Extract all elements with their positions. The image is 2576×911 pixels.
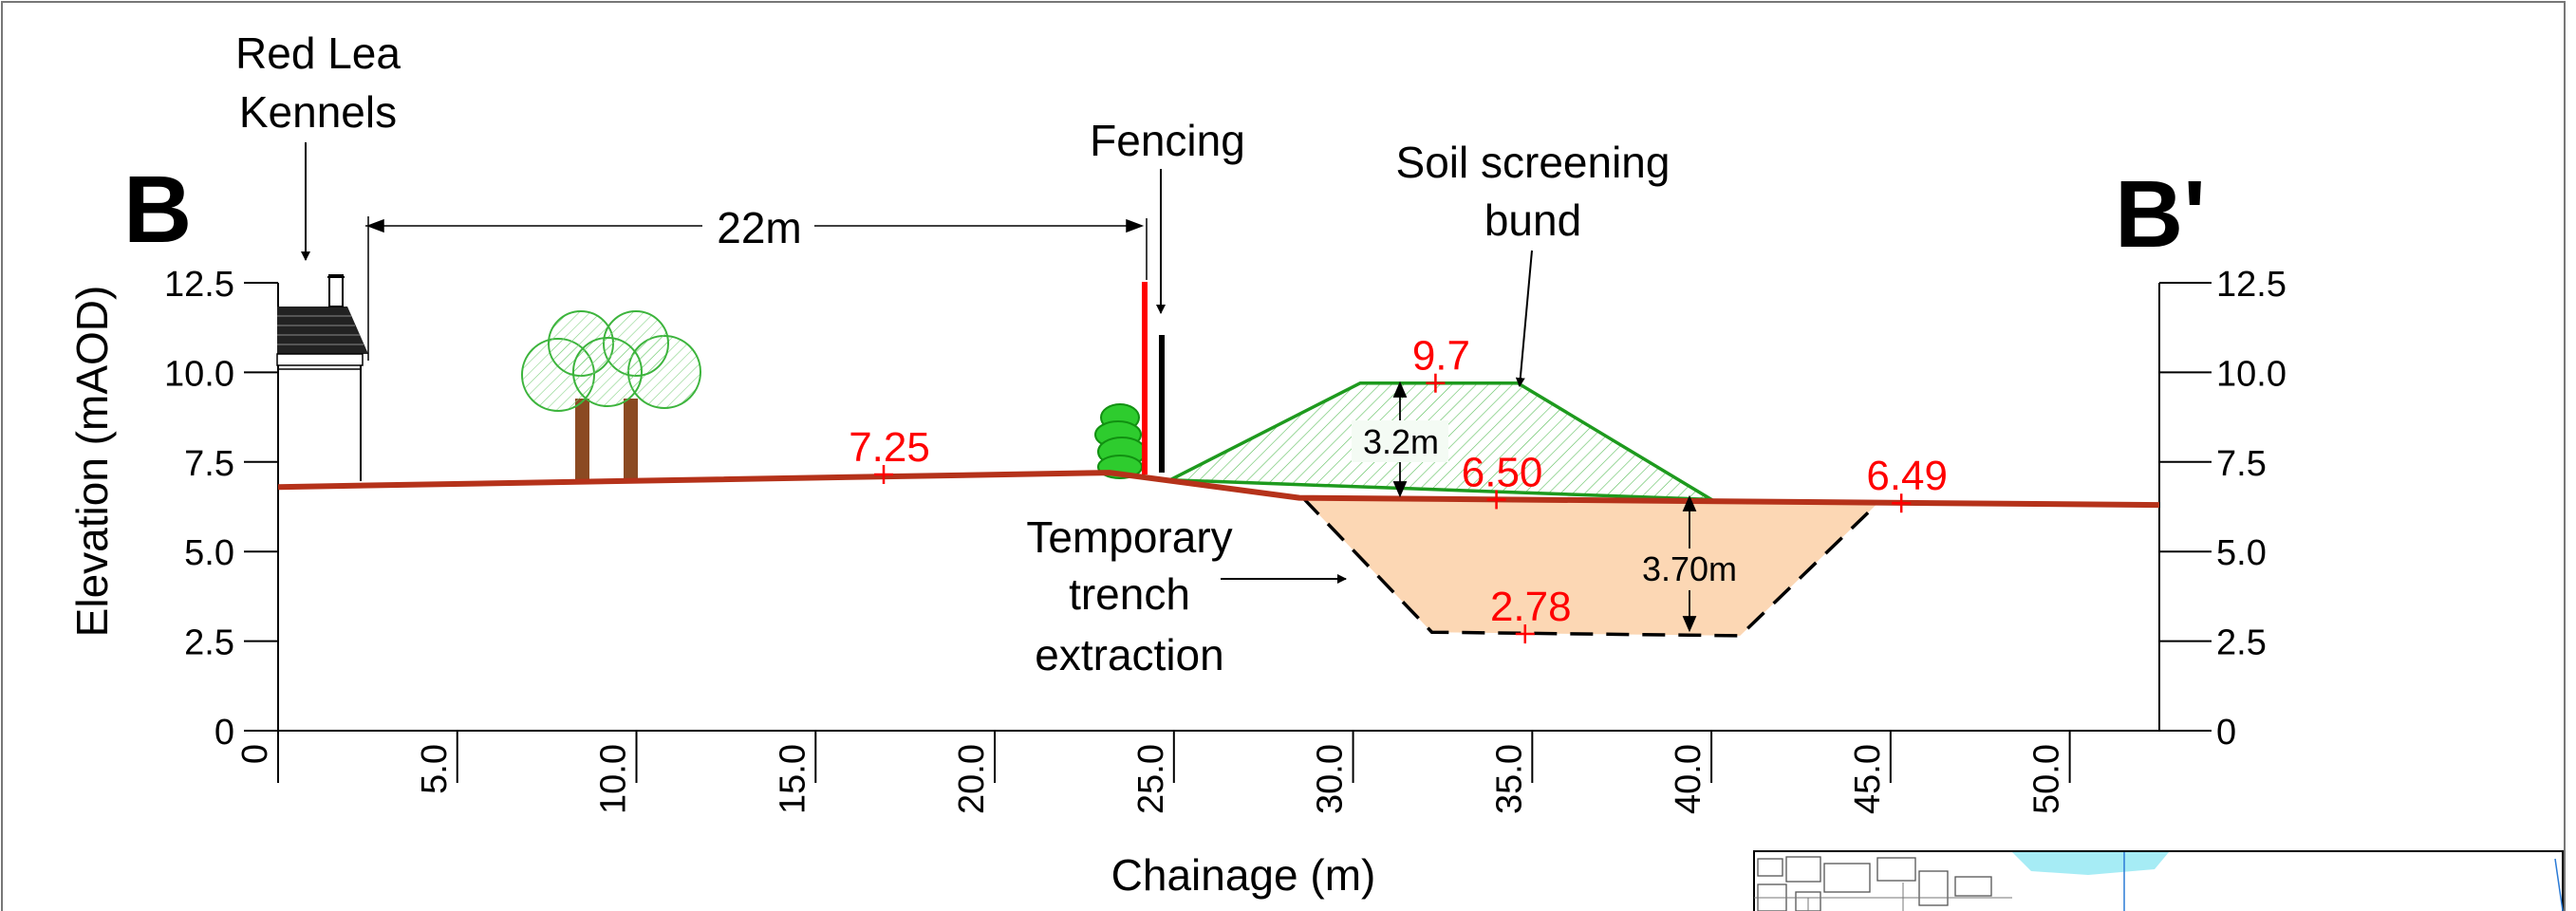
fencing-label: Fencing	[1090, 116, 1245, 165]
bund-label-line1: Soil screening	[1396, 138, 1671, 187]
section-label-right: B'	[2115, 161, 2206, 268]
x-tick-label: 35.0	[1489, 744, 1529, 814]
x-tick-label: 45.0	[1848, 744, 1888, 814]
section-label-left: B	[123, 157, 192, 263]
trench-area	[1302, 497, 1880, 636]
x-tick-label: 0	[235, 744, 275, 764]
x-tick-label: 15.0	[773, 744, 812, 814]
x-tick-label: 30.0	[1311, 744, 1351, 814]
trench-label-line3: extraction	[1035, 630, 1223, 679]
bund-height-label: 3.2m	[1363, 422, 1439, 461]
spot-level-label: 6.50	[1462, 449, 1543, 495]
x-tick-label: 5.0	[415, 744, 455, 794]
y-tick-label-right: 7.5	[2216, 444, 2267, 484]
spot-level-label: 7.25	[849, 424, 930, 471]
y-tick-label-left: 12.5	[164, 265, 234, 305]
x-tick-label: 20.0	[952, 744, 992, 814]
y-tick-label-left: 2.5	[184, 623, 234, 663]
bund-label-line2: bund	[1484, 195, 1581, 245]
bund-arrow	[1515, 250, 1533, 387]
x-tick-label: 10.0	[594, 744, 634, 814]
x-ticks: 0 5.0 10.0 15.0 20.0 25.0 30.0 35.0 40.0 45.0 50.0	[235, 731, 2071, 814]
x-tick-label: 25.0	[1131, 744, 1171, 814]
y-tick-label-left: 0	[215, 713, 234, 753]
y-tick-label-right: 5.0	[2216, 533, 2267, 573]
spot-level-label: 6.49	[1866, 453, 1948, 499]
distance-label: 22m	[717, 203, 801, 252]
spot-levels: 7.25 9.7 6.50 2.78 6.49	[849, 333, 1948, 644]
trench-label-line2: trench	[1069, 569, 1190, 619]
kennels-label-line1: Red Lea	[235, 28, 401, 78]
location-map-inset	[1753, 850, 2564, 911]
x-tick-label: 40.0	[1669, 744, 1708, 814]
left-ticks: 0 2.5 5.0 7.5 10.0 12.5	[164, 265, 278, 753]
kennels-label-line2: Kennels	[239, 87, 397, 137]
ground-profile	[277, 470, 2160, 509]
y-tick-label-left: 5.0	[184, 533, 234, 573]
y-tick-label-right: 0	[2216, 713, 2236, 753]
y-axis-title: Elevation (mAOD)	[67, 286, 117, 638]
trench-depth-dimension	[1682, 494, 1697, 633]
y-tick-label-left: 7.5	[184, 444, 234, 484]
trench-label-line1: Temporary	[1026, 512, 1232, 562]
right-ticks: 0 2.5 5.0 7.5 10.0 12.5	[2159, 265, 2287, 753]
y-tick-label-left: 10.0	[164, 354, 234, 394]
bund-height-dimension	[1392, 381, 1408, 498]
x-tick-label: 50.0	[2027, 744, 2067, 814]
y-tick-label-right: 10.0	[2216, 354, 2287, 394]
bush-icon	[1094, 403, 1147, 479]
y-tick-label-right: 2.5	[2216, 623, 2267, 663]
house-icon	[276, 274, 368, 481]
x-axis-title: Chainage (m)	[1111, 850, 1376, 900]
spot-level-label: 9.7	[1412, 333, 1470, 380]
tree-icon	[521, 310, 701, 479]
trench-depth-label: 3.70m	[1642, 549, 1737, 588]
trench-outline	[1301, 496, 1881, 638]
spot-level-label: 2.78	[1490, 584, 1572, 630]
y-tick-label-right: 12.5	[2216, 265, 2287, 305]
